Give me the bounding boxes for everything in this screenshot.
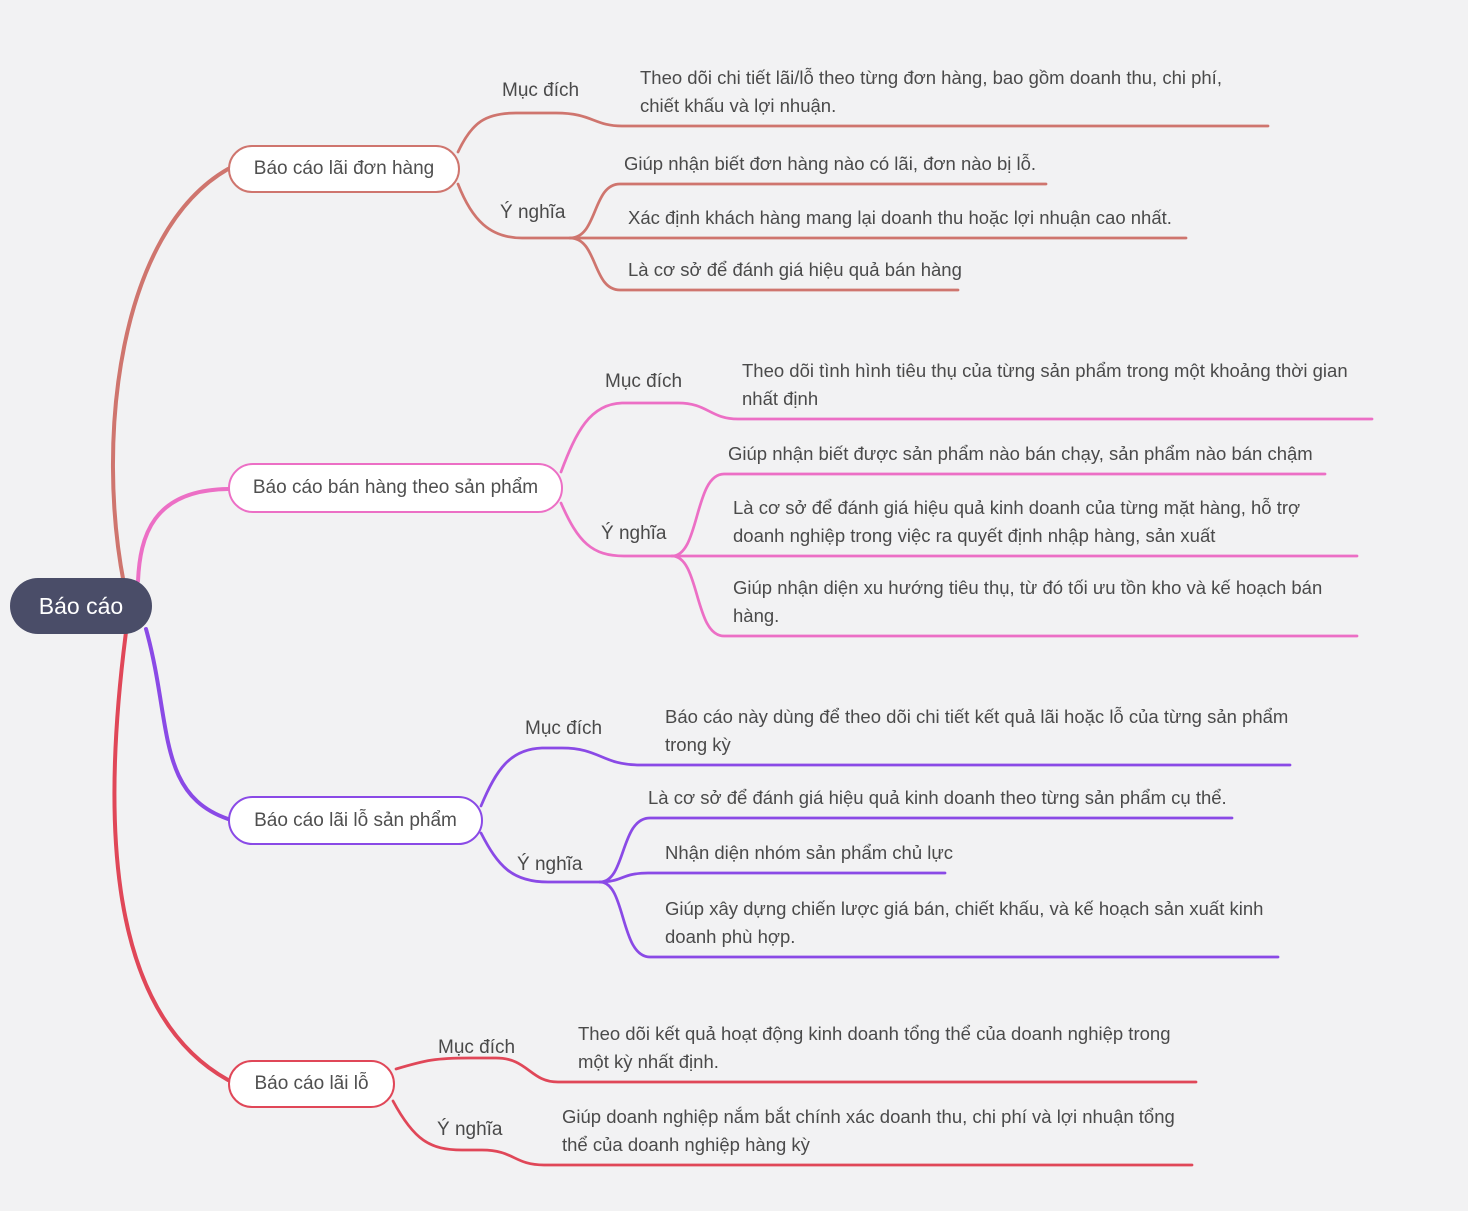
- root-node[interactable]: Báo cáo: [10, 578, 152, 634]
- meaning-topic[interactable]: Ý nghĩa: [517, 854, 583, 875]
- leaf-topic[interactable]: Là cơ sở để đánh giá hiệu quả kinh doanh…: [648, 787, 1227, 808]
- branch2-connectors: [136, 401, 1374, 638]
- purpose-topic[interactable]: Mục đích: [502, 80, 580, 101]
- branch-node-label: Báo cáo lãi lỗ: [254, 1073, 369, 1094]
- branch-node-bao-cao-ban-hang-theo-san-pham[interactable]: Báo cáo bán hàng theo sản phẩm: [228, 463, 563, 513]
- leaf-topic[interactable]: Nhận diện nhóm sản phẩm chủ lực: [665, 842, 953, 863]
- leaf-topic[interactable]: Theo dõi tình hình tiêu thụ của từng sản…: [742, 360, 1348, 409]
- purpose-topic[interactable]: Mục đích: [438, 1037, 516, 1058]
- leaf-topic[interactable]: Giúp doanh nghiệp nắm bắt chính xác doan…: [562, 1106, 1175, 1155]
- leaf-topic[interactable]: Theo dõi kết quả hoạt động kinh doanh tổ…: [578, 1023, 1171, 1072]
- leaf-topic[interactable]: Giúp nhận biết được sản phẩm nào bán chạ…: [728, 443, 1313, 464]
- purpose-topic[interactable]: Mục đích: [525, 718, 603, 739]
- leaf-topic[interactable]: Giúp xây dựng chiến lược giá bán, chiết …: [665, 898, 1264, 947]
- leaf-topic[interactable]: Giúp nhận diện xu hướng tiêu thụ, từ đó …: [733, 577, 1323, 626]
- branch-node-label: Báo cáo lãi đơn hàng: [253, 158, 435, 179]
- branch-node-label: Báo cáo bán hàng theo sản phẩm: [252, 477, 539, 498]
- leaf-topic[interactable]: Là cơ sở để đánh giá hiệu quả bán hàng: [628, 259, 962, 280]
- branch-node-bao-cao-lai-lo[interactable]: Báo cáo lãi lỗ: [228, 1060, 395, 1108]
- leaf-topic[interactable]: Giúp nhận biết đơn hàng nào có lãi, đơn …: [624, 153, 1037, 174]
- root-node-label: Báo cáo: [38, 592, 124, 619]
- leaf-topic[interactable]: Là cơ sở để đánh giá hiệu quả kinh doanh…: [733, 497, 1301, 546]
- branch3-connectors: [144, 627, 1292, 959]
- branch-node-bao-cao-lai-don-hang[interactable]: Báo cáo lãi đơn hàng: [228, 145, 460, 193]
- meaning-topic[interactable]: Ý nghĩa: [437, 1119, 503, 1140]
- branch1-connectors: [111, 111, 1270, 586]
- branch4-connectors: [112, 630, 1198, 1167]
- leaf-topic[interactable]: Báo cáo này dùng để theo dõi chi tiết kế…: [665, 706, 1289, 755]
- leaf-topic[interactable]: Xác định khách hàng mang lại doanh thu h…: [628, 207, 1172, 228]
- meaning-topic[interactable]: Ý nghĩa: [601, 523, 667, 544]
- meaning-topic[interactable]: Ý nghĩa: [500, 202, 566, 223]
- branch-node-bao-cao-lai-lo-san-pham[interactable]: Báo cáo lãi lỗ sản phẩm: [228, 796, 483, 845]
- branch-node-label: Báo cáo lãi lỗ sản phẩm: [254, 809, 457, 831]
- leaf-topic[interactable]: Theo dõi chi tiết lãi/lỗ theo từng đơn h…: [640, 67, 1222, 116]
- purpose-topic[interactable]: Mục đích: [605, 371, 683, 392]
